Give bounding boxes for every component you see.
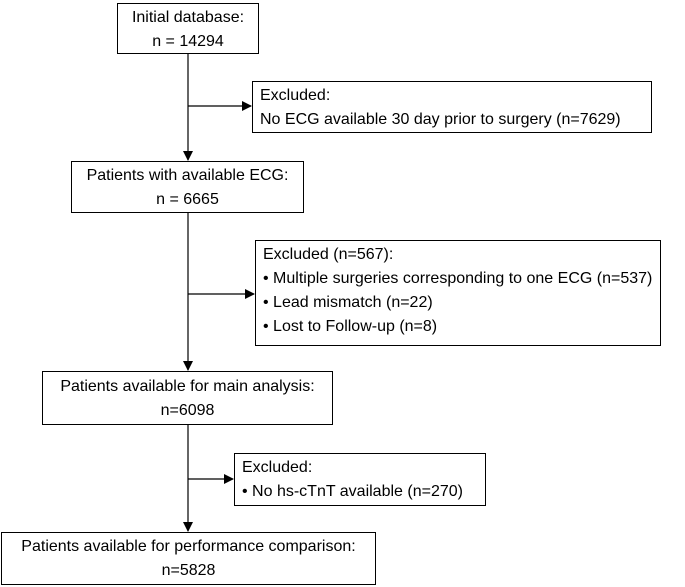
exclusion-box-hs-ctnt: Excluded: • No hs-cTnT available (n=270) — [234, 453, 486, 506]
initial-database-box: Initial database: n = 14294 — [117, 3, 259, 54]
exclusion-item: No ECG available 30 day prior to surgery… — [260, 111, 621, 128]
exclusion-item: • No hs-cTnT available (n=270) — [242, 483, 463, 500]
exclusion-item: • Lost to Follow-up (n=8) — [263, 318, 438, 335]
box-heading: Patients with available ECG: — [86, 167, 289, 184]
exclusion-item: • Lead mismatch (n=22) — [263, 294, 433, 311]
exclusion-box-no-ecg: Excluded: No ECG available 30 day prior … — [252, 81, 652, 133]
box-heading: Patients available for main analysis: — [60, 378, 315, 395]
exclusion-item: • Multiple surgeries corresponding to on… — [263, 270, 653, 287]
box-count: n = 14294 — [152, 33, 224, 50]
exclusion-heading: Excluded: — [242, 459, 313, 476]
exclusion-heading: Excluded (n=567): — [263, 246, 394, 263]
available-ecg-box: Patients with available ECG: n = 6665 — [71, 161, 304, 213]
box-heading: Patients available for performance compa… — [21, 538, 356, 555]
main-analysis-box: Patients available for main analysis: n=… — [42, 371, 333, 425]
performance-comparison-box: Patients available for performance compa… — [1, 532, 376, 585]
exclusion-box-567: Excluded (n=567): • Multiple surgeries c… — [255, 240, 661, 346]
box-count: n = 6665 — [156, 191, 219, 208]
box-count: n=6098 — [160, 402, 215, 419]
box-heading: Initial database: — [131, 9, 245, 26]
box-count: n=5828 — [161, 562, 216, 579]
exclusion-heading: Excluded: — [260, 87, 331, 104]
